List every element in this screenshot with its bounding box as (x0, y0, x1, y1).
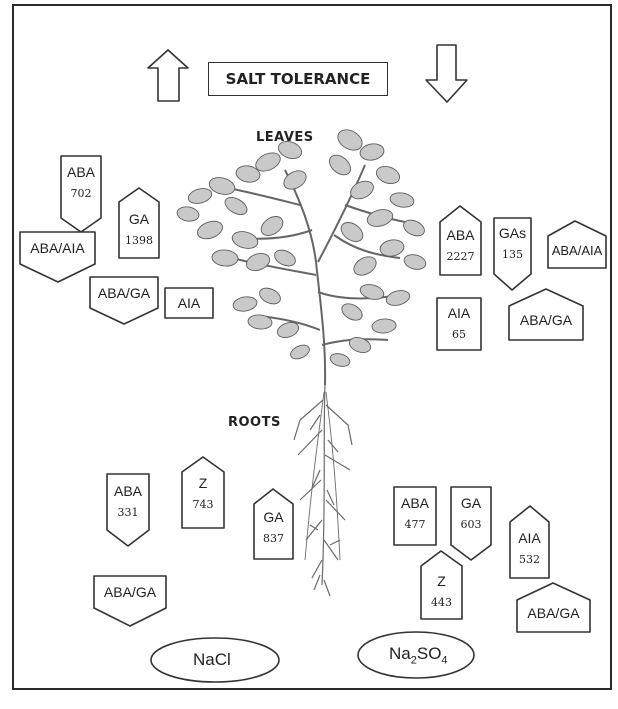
tag-na2so4-root-ga: GA 603 (460, 495, 482, 531)
tag-na2so4-leaf-aba-ga: ABA/GA (519, 312, 573, 328)
tag-nacl-leaf-aba: ABA 702 (66, 164, 95, 200)
leaves-label: LEAVES (256, 130, 314, 145)
plant-illustration (176, 129, 427, 597)
tag-shape-na2so4-leaf-aba (439, 205, 482, 276)
na2so4-ellipse (357, 631, 475, 679)
tag-na2so4-root-aba-ga: ABA/GA (527, 605, 580, 621)
tag-nacl-leaf-aba-ga: ABA/GA (97, 285, 151, 301)
tag-nacl-leaf-aba-aia: ABA/AIA (30, 240, 85, 256)
tag-na2so4-leaf-aba-aia: ABA/AIA (551, 243, 603, 258)
down-arrow-icon (425, 44, 468, 103)
tag-na2so4-root-aba: ABA 477 (400, 495, 429, 531)
tag-nacl-leaf-ga: GA 1398 (125, 211, 153, 247)
tag-shape-nacl-root-aba (106, 473, 150, 547)
tag-na2so4-root-z: Z 443 (431, 573, 452, 609)
na2so4-label: Na2SO4 (389, 644, 448, 667)
tag-shape-nacl-root-z (181, 456, 225, 529)
tag-shape-na2so4-root-aba-ga (516, 582, 591, 633)
tag-na2so4-leaf-gas: GAs 135 (498, 225, 527, 261)
tag-shape-nacl-leaf-ga (118, 187, 160, 259)
nacl-ellipse (150, 637, 280, 683)
tag-shape-nacl-root-ga (253, 488, 294, 560)
tag-na2so4-root-aia: AIA 532 (518, 530, 541, 566)
tag-shape-nacl-leaf-aba-aia (19, 231, 96, 283)
tag-shape-na2so4-root-aia (509, 505, 550, 579)
tag-na2so4-leaf-aia: AIA 65 (447, 305, 471, 341)
roots-label: ROOTS (228, 415, 281, 430)
tag-nacl-root-ga: GA 837 (263, 509, 284, 545)
tag-shape-na2so4-leaf-aba-ga (508, 288, 584, 341)
tag-shape-nacl-leaf-aba-ga (89, 276, 159, 325)
title-box: SALT TOLERANCE (208, 62, 388, 96)
tag-shape-na2so4-root-z (420, 550, 463, 620)
tag-nacl-root-aba-ga: ABA/GA (103, 584, 157, 600)
tag-nacl-leaf-aia: AIA (177, 295, 201, 311)
tag-nacl-root-aba: ABA 331 (113, 483, 142, 519)
diagram-frame (12, 4, 612, 690)
up-arrow-icon (147, 49, 189, 102)
tag-shape-na2so4-leaf-aia (436, 297, 482, 351)
diagram-title: SALT TOLERANCE (225, 70, 371, 88)
tag-shape-na2so4-leaf-gas (493, 217, 532, 291)
tag-shape-nacl-leaf-aia (164, 287, 214, 319)
tag-shape-nacl-root-aba-ga (93, 575, 167, 627)
nacl-label: NaCl (193, 650, 231, 669)
tag-shape-na2so4-root-aba (393, 486, 437, 546)
tag-na2so4-leaf-aba: ABA 2227 (446, 227, 475, 263)
tag-shape-nacl-leaf-aba (60, 155, 102, 233)
tag-shape-na2so4-root-ga (450, 486, 492, 561)
tag-nacl-root-z: Z 743 (192, 475, 214, 511)
tag-shape-na2so4-leaf-aba-aia (547, 220, 607, 269)
